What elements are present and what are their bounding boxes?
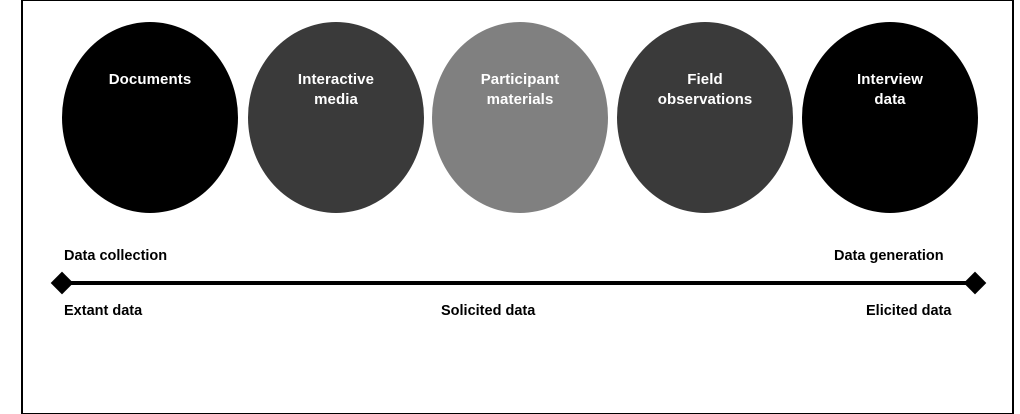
axis-endpoint-marker-right-icon xyxy=(963,271,987,295)
axis-label-data-generation: Data generation xyxy=(834,248,944,264)
circle-documents: Documents xyxy=(62,22,238,213)
circle-label-field-observations: Field observations xyxy=(657,71,753,109)
axis-endpoint-marker-left-icon xyxy=(50,271,74,295)
circle-interview-data: Interview data xyxy=(802,22,978,213)
axis-label-solicited-data: Solicited data xyxy=(441,303,536,319)
frame-border-right xyxy=(1012,0,1014,414)
axis-label-extant-data: Extant data xyxy=(64,303,143,319)
circle-label-participant-materials: Participant materials xyxy=(480,71,560,109)
circle-label-interview-data: Interview data xyxy=(857,71,923,109)
circle-field-observations: Field observations xyxy=(617,22,793,213)
continuum-axis-line xyxy=(62,281,976,285)
axis-label-data-collection: Data collection xyxy=(64,248,168,264)
frame-border-left xyxy=(21,0,23,414)
frame-border-top xyxy=(21,0,1014,1)
circle-label-documents: Documents xyxy=(108,71,192,88)
circle-interactive-media: Interactive media xyxy=(248,22,424,213)
circle-label-interactive-media: Interactive media xyxy=(297,71,375,109)
axis-label-elicited-data: Elicited data xyxy=(866,303,952,319)
circle-participant-materials: Participant materials xyxy=(432,22,608,213)
